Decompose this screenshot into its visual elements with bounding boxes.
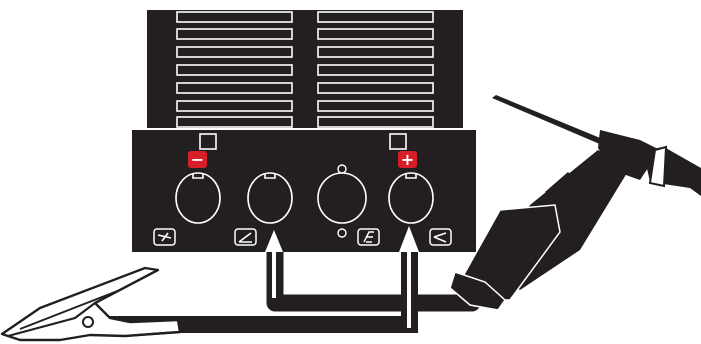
tig-torch: [449, 95, 701, 311]
ground-clamp: [0, 266, 182, 342]
socket-negative-electrode: [175, 172, 221, 224]
positive-polarity-sign: +: [401, 150, 414, 169]
positive-polarity-badge: +: [398, 150, 417, 169]
left-vent-grille: [176, 11, 293, 128]
machine-upper-housing: [147, 10, 463, 128]
right-vent-grille: [317, 11, 434, 128]
tig-torch-icon: [429, 228, 452, 246]
right-indicator-square: [389, 133, 407, 150]
negative-polarity-badge: −: [188, 150, 207, 169]
socket-remote-control: [317, 164, 367, 238]
socket-negative-tig: [247, 172, 293, 224]
connection-arrow-tig: [265, 230, 283, 298]
negative-polarity-sign: −: [191, 150, 204, 169]
tig-torch-icon: [234, 228, 257, 246]
remote-control-socket-icon: [357, 228, 380, 246]
left-indicator-square: [199, 133, 217, 150]
connection-arrow-positive: [399, 226, 419, 328]
machine-front-panel: − +: [130, 128, 478, 254]
electrode-holder-icon: [153, 228, 176, 246]
socket-positive: [388, 172, 434, 224]
